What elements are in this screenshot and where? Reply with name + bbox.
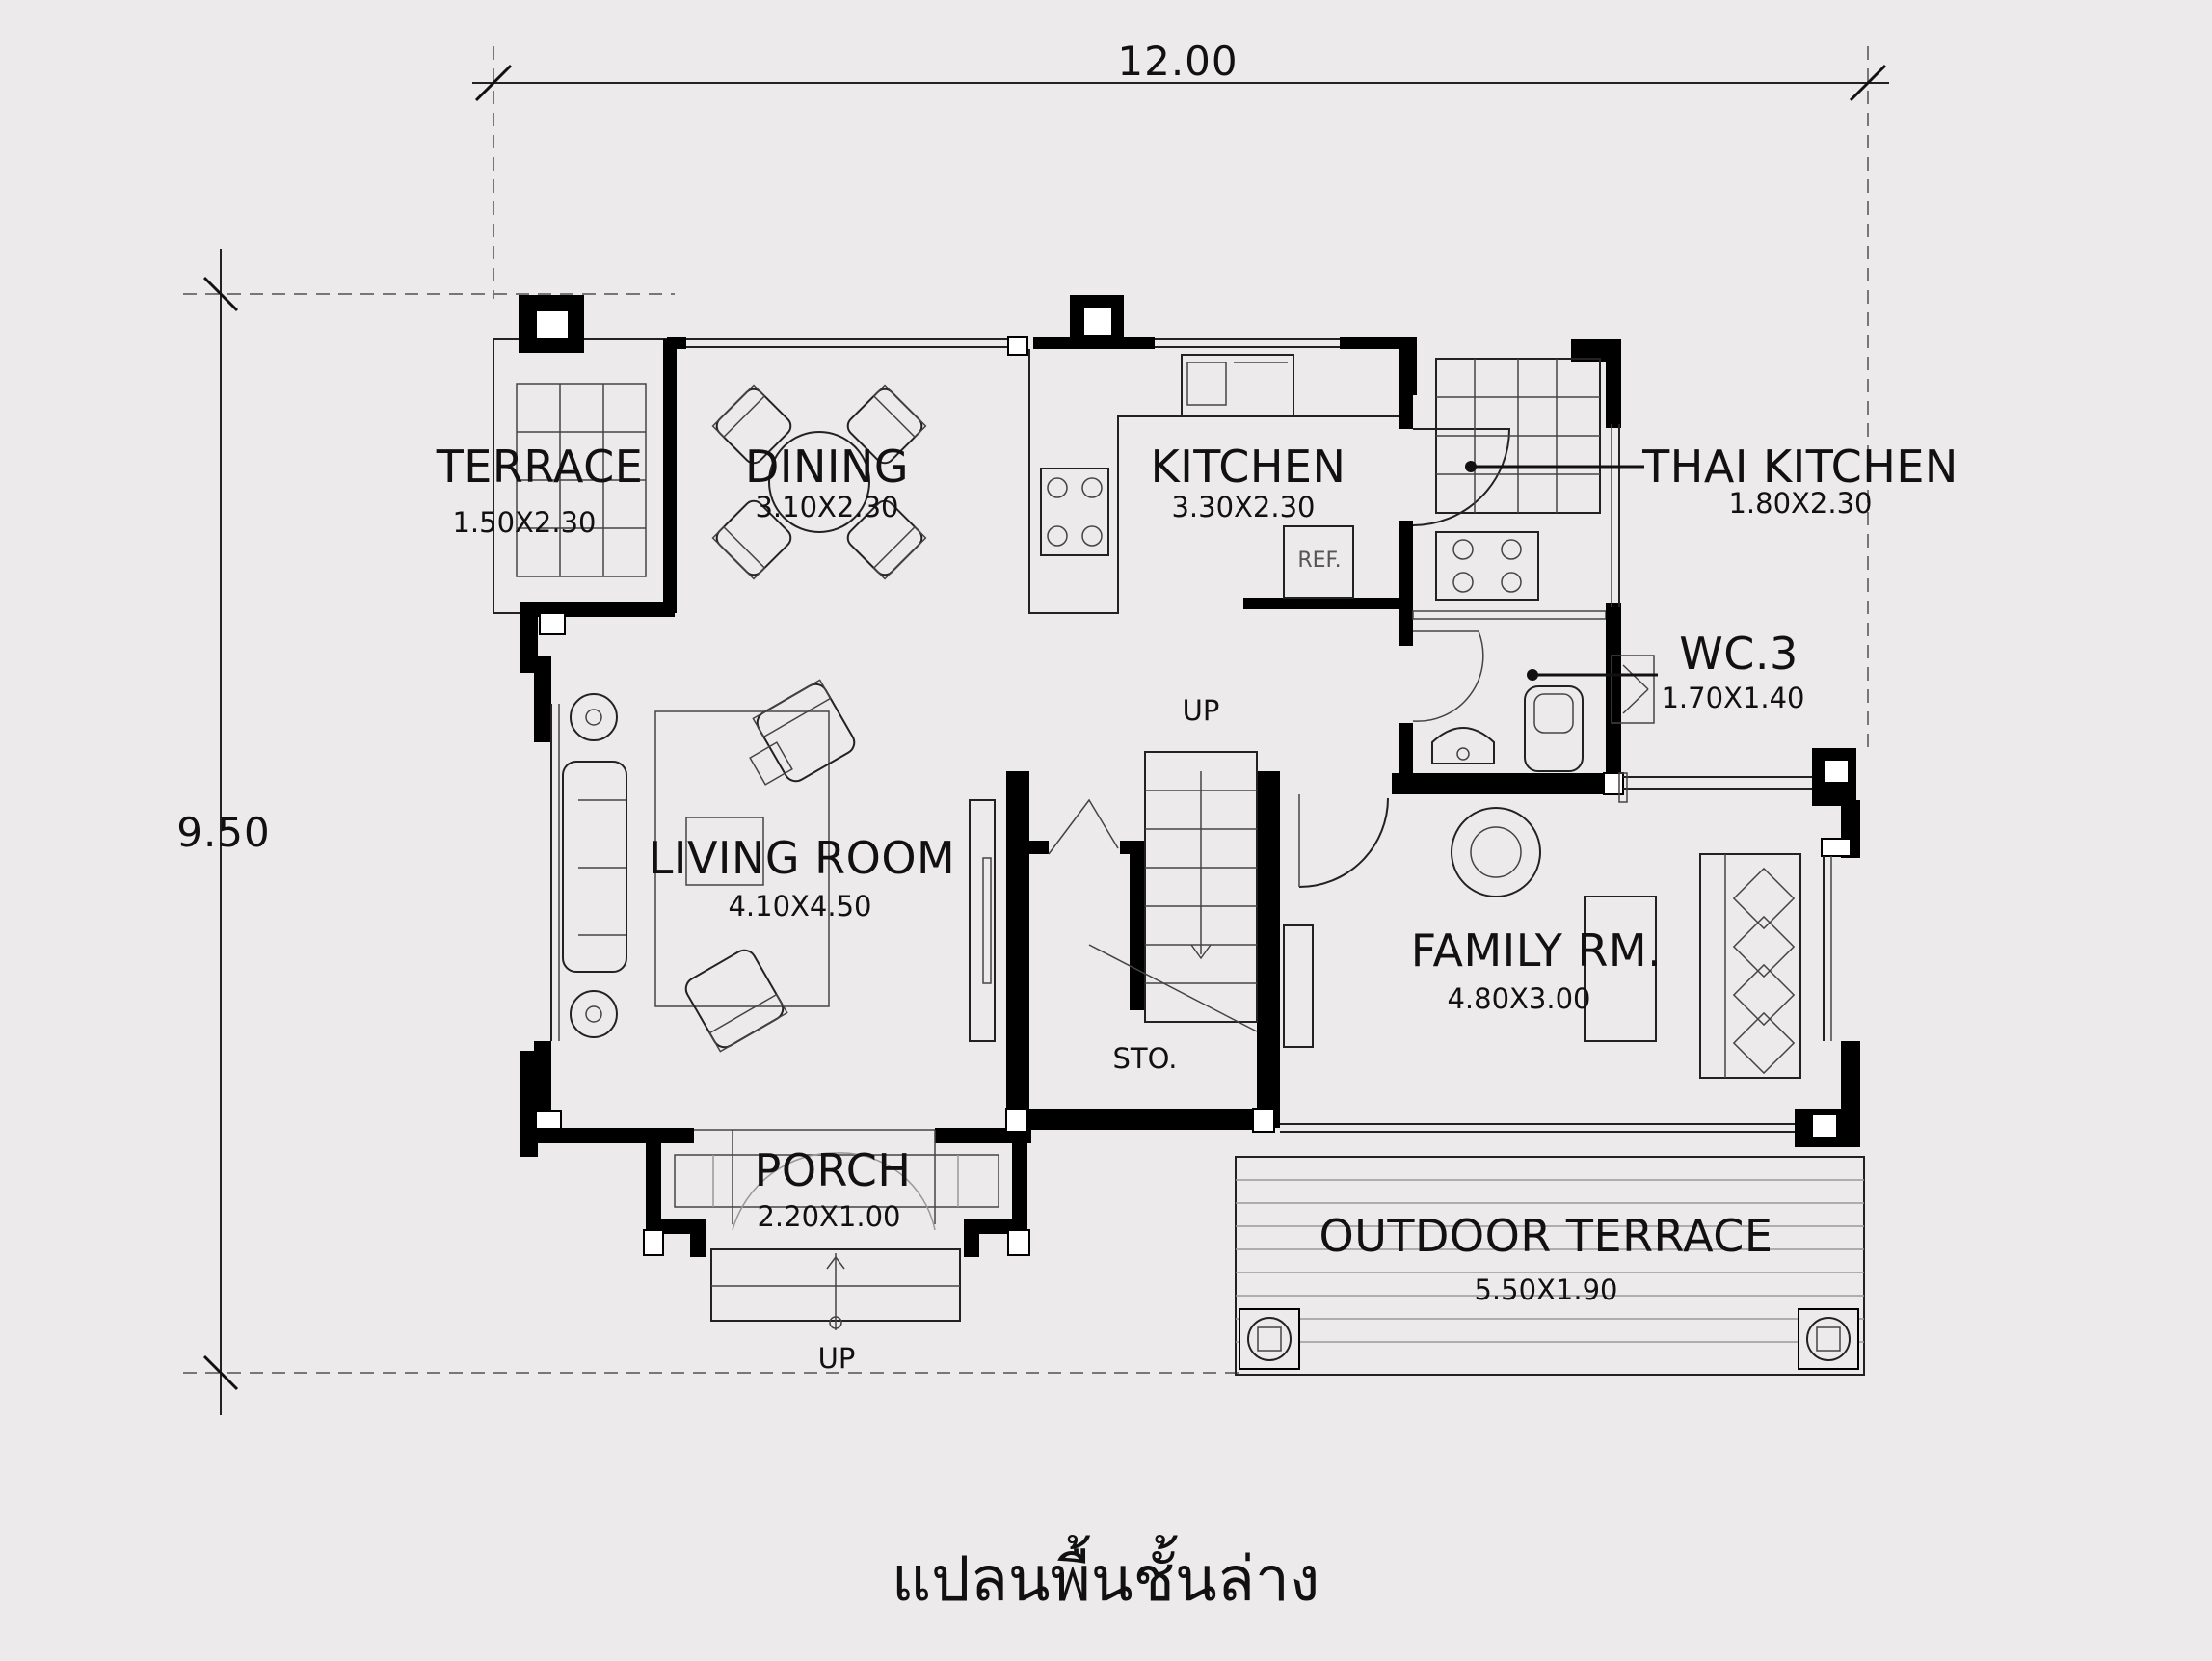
storage-label: STO. bbox=[1113, 1042, 1178, 1075]
wc3-name: WC.3 bbox=[1679, 628, 1799, 680]
wc-fixtures bbox=[1431, 685, 1584, 772]
kitchen-size: 3.30X2.30 bbox=[1171, 491, 1315, 523]
family-room-name: FAMILY RM. bbox=[1411, 924, 1662, 977]
kitchen-name: KITCHEN bbox=[1151, 441, 1346, 493]
stair-up-label: UP bbox=[1183, 694, 1220, 727]
entry-up-label: UP bbox=[818, 1342, 856, 1375]
thai-kitchen-size: 1.80X2.30 bbox=[1728, 487, 1872, 520]
outdoor-terrace-size: 5.50X1.90 bbox=[1474, 1273, 1617, 1306]
thai-kitchen-name: THAI KITCHEN bbox=[1641, 441, 1959, 493]
plan-title: แปลนพื้นชั้นล่าง bbox=[892, 1535, 1319, 1616]
refrigerator-label: REF. bbox=[1297, 549, 1341, 573]
dimension-lines bbox=[183, 46, 1889, 1415]
outdoor-terrace-name: OUTDOOR TERRACE bbox=[1319, 1210, 1773, 1262]
family-room-furniture bbox=[1283, 807, 1801, 1079]
living-room-name: LIVING ROOM bbox=[649, 832, 955, 884]
dimension-width-label: 12.00 bbox=[1117, 38, 1238, 85]
dining-size: 3.10X2.30 bbox=[755, 491, 898, 523]
terrace-size: 1.50X2.30 bbox=[452, 506, 596, 539]
family-room-size: 4.80X3.00 bbox=[1447, 982, 1590, 1015]
kitchen-counter bbox=[1028, 349, 1399, 614]
wc3-size: 1.70X1.40 bbox=[1661, 682, 1804, 714]
dining-table-set bbox=[711, 384, 927, 580]
leader-lines bbox=[1465, 461, 1658, 681]
dimension-depth-label: 9.50 bbox=[176, 809, 271, 856]
porch-area bbox=[674, 1152, 999, 1330]
porch-name: PORCH bbox=[755, 1144, 912, 1196]
living-room-furniture bbox=[562, 679, 996, 1053]
porch-size: 2.20X1.00 bbox=[757, 1200, 900, 1233]
living-room-size: 4.10X4.50 bbox=[728, 890, 871, 923]
outdoor-terrace-deck bbox=[1235, 1156, 1865, 1376]
dining-name: DINING bbox=[745, 441, 909, 493]
walls bbox=[520, 295, 1860, 1257]
staircase bbox=[1048, 751, 1258, 1032]
terrace-name: TERRACE bbox=[436, 441, 644, 493]
thai-kitchen-counter bbox=[1435, 358, 1601, 601]
